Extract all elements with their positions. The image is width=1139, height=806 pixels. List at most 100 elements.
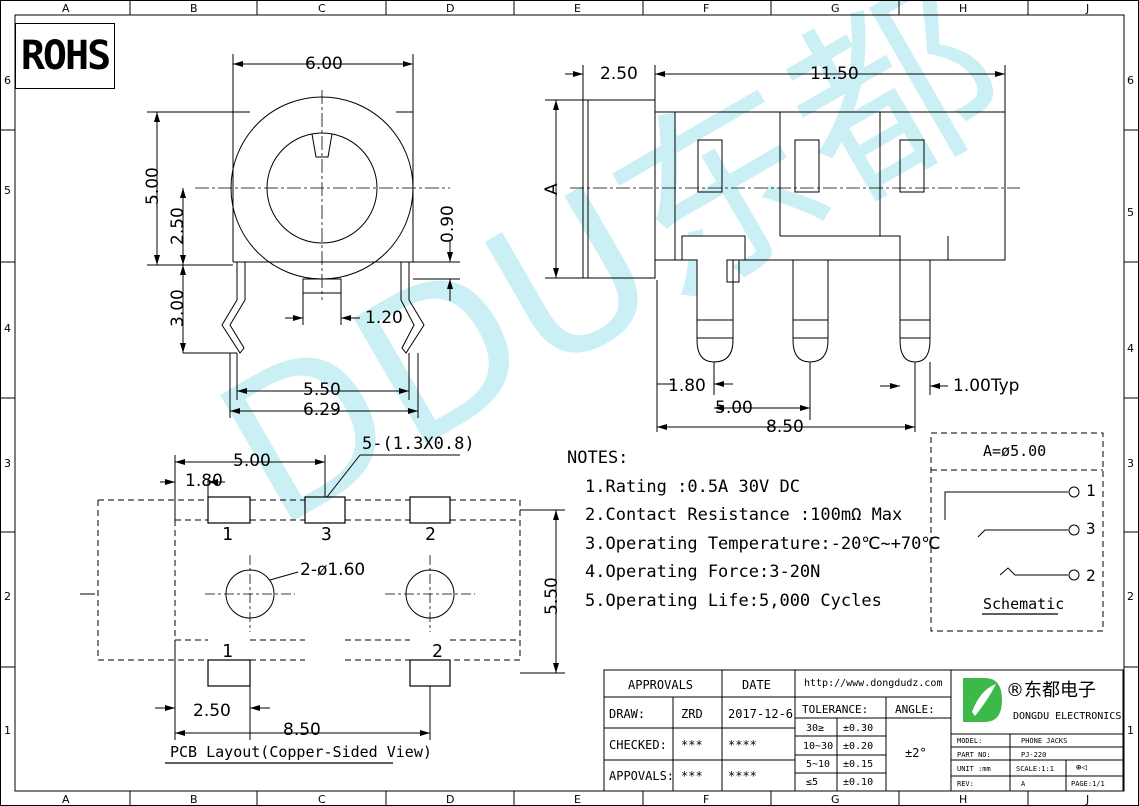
side-view — [545, 65, 1020, 432]
tb-checked-name: *** — [681, 738, 703, 752]
grid-row-label: 4 — [4, 322, 11, 335]
notes-block: NOTES: 1.Rating :0.5A 30V DC 2.Contact R… — [567, 444, 940, 615]
pcb-pad-spec: 5-(1.3X0.8) — [362, 434, 475, 454]
grid-col-label: E — [574, 2, 581, 15]
pcb-hole-spec: 2-ø1.60 — [300, 560, 366, 580]
dim-side-height: A — [542, 183, 562, 195]
dim-side-body: 11.50 — [810, 64, 859, 84]
tb-date: DATE — [742, 678, 771, 692]
tb-angle-value: ±2° — [905, 746, 927, 760]
tb-tol-range: 5~10 — [806, 759, 831, 770]
tb-appovals-date: **** — [728, 769, 757, 783]
tb-tol-value: ±0.30 — [843, 723, 874, 734]
tb-draw-label: DRAW: — [609, 707, 646, 721]
tb-draw-date: 2017-12-6 — [728, 707, 794, 721]
tb-appovals-name: *** — [681, 769, 703, 783]
tb-part-value: PJ-220 — [1021, 751, 1047, 759]
note-item: 4.Operating Force:3-20N — [585, 562, 821, 582]
tb-tol-value: ±0.10 — [843, 777, 874, 788]
grid-col-label: F — [703, 2, 710, 15]
tb-checked-label: CHECKED: — [609, 738, 667, 752]
tb-tol-range: ≤5 — [806, 777, 819, 788]
dim-front-right: 0.90 — [438, 205, 458, 243]
tb-company-en: DONGDU ELECTRONICS — [1013, 711, 1122, 722]
grid-col-label: H — [959, 793, 968, 806]
pcb-caption: PCB Layout(Copper-Sided View) — [170, 743, 432, 761]
tb-model-value: PHONE JACKS — [1021, 737, 1068, 745]
grid-col-label: B — [190, 793, 198, 806]
tb-unit-label: UNIT :mm — [957, 765, 991, 773]
dim-front-height: 5.00 — [143, 167, 163, 205]
dim-side-left: 2.50 — [600, 64, 638, 84]
grid-col-label: J — [1086, 2, 1090, 15]
tb-company-cn: ®东都电子 — [1006, 680, 1096, 701]
tb-model-label: MODEL: — [957, 737, 983, 745]
grid-row-label: 2 — [4, 590, 11, 603]
dim-front-pin-length: 3.00 — [168, 289, 188, 327]
grid-row-label: 6 — [1127, 74, 1134, 87]
grid-row-label: 2 — [1127, 590, 1134, 603]
tb-tol-range: 30≥ — [806, 723, 825, 734]
projection-symbol-icon: ⊕◁ — [1076, 763, 1087, 773]
grid-row-label: 5 — [1127, 206, 1134, 219]
grid-col-label: D — [446, 2, 455, 15]
grid-col-label: E — [574, 793, 581, 806]
note-item: 5.Operating Life:5,000 Cycles — [585, 590, 882, 611]
grid-row-label: 1 — [4, 724, 11, 737]
grid-row-label: 3 — [1127, 457, 1134, 470]
tb-angle: ANGLE: — [895, 703, 935, 716]
grid-col-label: B — [190, 2, 198, 15]
tb-page-label: PAGE:1/1 — [1071, 780, 1105, 788]
dim-side-total: 8.50 — [766, 417, 804, 437]
grid-col-label: A — [62, 2, 70, 15]
tb-appovals-label: APPOVALS: — [609, 769, 675, 783]
schematic-pin-label: 3 — [1086, 519, 1096, 538]
grid-row-label: 1 — [1127, 724, 1134, 737]
grid-col-label: J — [1086, 793, 1090, 806]
tb-rev-value: A — [1021, 780, 1026, 788]
tb-approvals: APPROVALS — [628, 678, 694, 692]
company-logo-icon — [963, 678, 1002, 722]
dim-side-pitch: 5.00 — [715, 398, 753, 418]
tb-tolerance: TOLERANCE: — [802, 703, 869, 716]
pcb-pad-label: 3 — [321, 524, 332, 545]
grid-row-label: 6 — [4, 74, 11, 87]
tb-scale-label: SCALE:1:1 — [1016, 765, 1054, 773]
dim-front-pin-width: 1.20 — [365, 308, 403, 328]
note-item: 3.Operating Temperature:-20℃~+70℃ — [585, 533, 941, 554]
dim-pcb-bottom-left: 2.50 — [193, 701, 231, 721]
tb-tol-range: 10~30 — [803, 741, 834, 752]
dim-pcb-height: 5.50 — [542, 577, 562, 615]
dim-pcb-bottom-total: 8.50 — [283, 720, 321, 740]
schematic-caption: Schematic — [983, 595, 1065, 613]
pcb-pad-label: 1 — [222, 524, 233, 545]
tb-checked-date: **** — [728, 738, 757, 752]
dim-side-pin1: 1.80 — [668, 376, 706, 396]
schematic-header: A=ø5.00 — [983, 442, 1047, 460]
dim-pcb-top: 5.00 — [233, 451, 271, 471]
pcb-layout — [80, 454, 565, 764]
note-item: 2.Contact Resistance :100mΩ Max — [585, 505, 903, 525]
schematic — [930, 432, 1104, 632]
grid-col-label: H — [959, 2, 968, 15]
grid-col-label: F — [703, 793, 710, 806]
tb-draw-name: ZRD — [681, 707, 703, 721]
rohs-mark: ROHS — [15, 23, 115, 89]
notes-title: NOTES: — [567, 448, 629, 468]
grid-col-label: C — [318, 2, 326, 15]
grid-col-label: A — [62, 793, 70, 806]
tb-website: http://www.dongdudz.com — [804, 678, 943, 689]
pcb-pad-label: 2 — [425, 524, 436, 545]
tb-part-label: PART NO: — [957, 751, 991, 759]
dim-front-outer: 6.29 — [303, 400, 341, 420]
grid-col-label: C — [318, 793, 326, 806]
note-item: 1.Rating :0.5A 30V DC — [585, 476, 800, 497]
schematic-pin-label: 2 — [1086, 566, 1096, 585]
grid-row-label: 3 — [4, 457, 11, 470]
dim-front-inner: 5.50 — [303, 380, 341, 400]
grid-col-label: D — [446, 793, 455, 806]
front-view — [147, 54, 460, 418]
tb-tol-value: ±0.20 — [843, 741, 874, 752]
